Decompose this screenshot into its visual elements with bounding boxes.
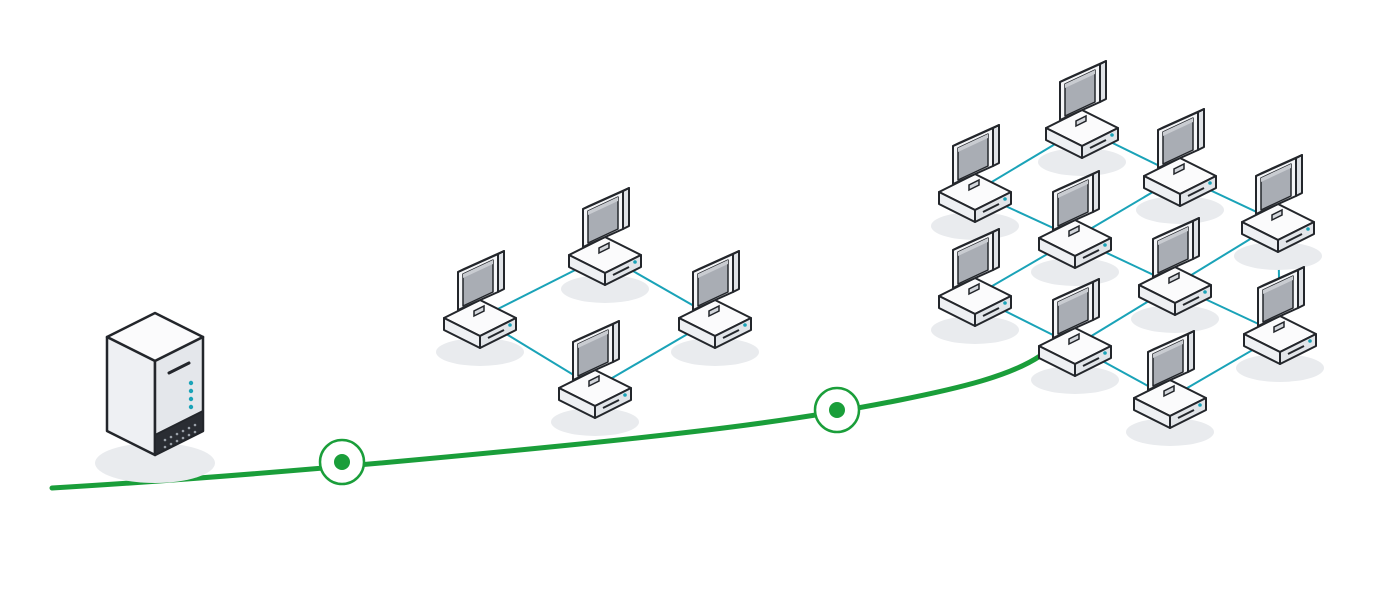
computer-icon <box>670 250 760 367</box>
computer-icon <box>930 124 1020 241</box>
server-icon <box>93 311 217 485</box>
growth-curve <box>49 353 1043 491</box>
computer-icon <box>550 320 640 437</box>
computer-icon <box>1233 154 1323 271</box>
computer-icon <box>930 228 1020 345</box>
large-network <box>930 60 1325 447</box>
milestone-dot-icon <box>813 386 861 434</box>
milestones <box>318 386 861 486</box>
computer-icon <box>1125 330 1215 447</box>
computer-icon <box>1235 266 1325 383</box>
computer-icon <box>1130 217 1220 334</box>
milestone-dot-icon <box>318 438 366 486</box>
computer-icon <box>1037 60 1127 177</box>
computer-icon <box>1030 278 1120 395</box>
small-network <box>435 187 760 437</box>
computer-icon <box>1135 108 1225 225</box>
computer-icon <box>560 187 650 304</box>
computer-icon <box>435 250 525 367</box>
computer-icon <box>1030 170 1120 287</box>
